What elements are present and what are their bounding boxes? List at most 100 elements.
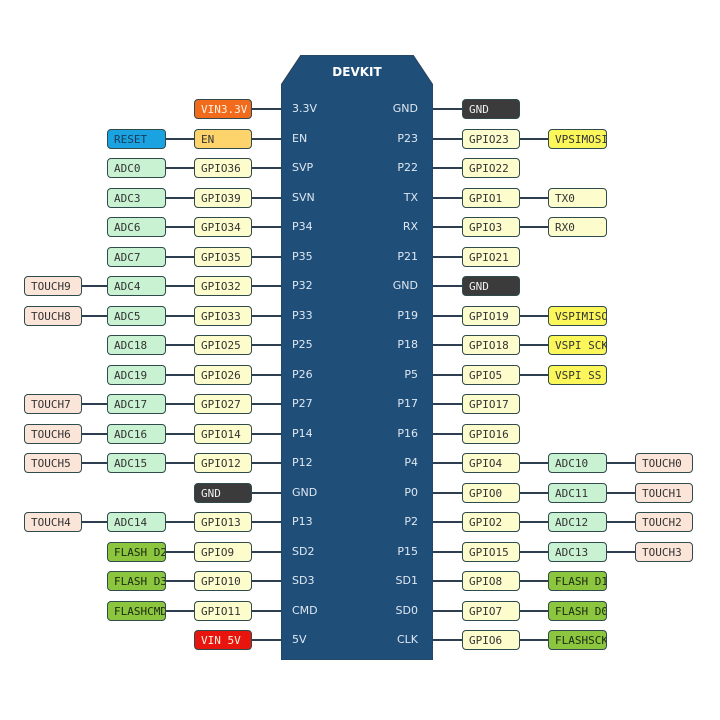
devkit-board: DEVKIT (281, 55, 433, 660)
connector-line (252, 432, 281, 435)
connector-line (82, 521, 107, 523)
connector-line (433, 462, 462, 464)
connector-line (520, 521, 548, 523)
connector-line (166, 373, 194, 376)
pin-label: P0 (404, 485, 418, 499)
pin-label: SD3 (292, 574, 315, 587)
connector-line (252, 226, 281, 228)
pin-box-gpio: GPIO23 (462, 128, 520, 149)
connector-line (166, 226, 194, 228)
pin-box-adc: ADC6 (107, 217, 166, 237)
connector-line (166, 196, 194, 199)
connector-line (520, 550, 548, 553)
connector-line (433, 196, 462, 199)
connector-line (166, 609, 194, 612)
pin-box-gpio: GPIO33 (194, 305, 252, 326)
connector-line (252, 196, 281, 199)
connector-line (520, 314, 548, 317)
connector-line (252, 344, 281, 346)
pin-label: CMD (292, 603, 318, 617)
pin-box-flash: FLASHCMD (107, 600, 166, 621)
pin-box-gpio: GPIO9 (194, 541, 252, 562)
connector-line (433, 521, 462, 523)
connector-line (82, 285, 107, 287)
pin-box-adc: ADC10 (548, 453, 607, 473)
pin-label: P14 (292, 426, 313, 440)
connector-line (252, 403, 281, 405)
pin-box-adc: ADC3 (107, 187, 166, 208)
pin-box-gpio: GPIO17 (462, 394, 520, 414)
connector-line (433, 550, 462, 553)
connector-line (433, 314, 462, 317)
pin-box-reset: RESET (107, 128, 166, 149)
connector-line (252, 255, 281, 258)
pin-box-adc: ADC7 (107, 246, 166, 267)
connector-line (607, 462, 635, 464)
connector-line (520, 344, 548, 346)
pin-box-gpio: GPIO14 (194, 423, 252, 444)
connector-line (82, 403, 107, 405)
pin-box-uart: RX0 (548, 217, 607, 237)
connector-line (252, 550, 281, 553)
connector-line (166, 137, 194, 140)
connector-line (433, 255, 462, 258)
pin-label: P32 (292, 279, 313, 292)
pin-box-touch: TOUCH7 (24, 394, 82, 414)
connector-line (252, 609, 281, 612)
pin-box-gpio: GPIO22 (462, 158, 520, 178)
pin-label: P15 (397, 544, 418, 558)
pin-label: TX (403, 190, 418, 204)
pin-label: P33 (292, 308, 313, 322)
connector-line (607, 521, 635, 523)
connector-line (166, 462, 194, 464)
pin-label: RX (402, 220, 418, 233)
pin-box-gpio: GPIO34 (194, 217, 252, 237)
pin-label: SD0 (395, 603, 418, 617)
connector-line (520, 373, 548, 376)
connector-line (82, 462, 107, 464)
pin-box-gpio: GPIO16 (462, 423, 520, 444)
pin-box-touch: TOUCH0 (635, 453, 693, 473)
pin-label: P18 (397, 338, 418, 351)
connector-line (82, 432, 107, 435)
pin-box-gpio: GPIO5 (462, 364, 520, 385)
pin-box-gpio: GPIO15 (462, 541, 520, 562)
pin-box-gpio: GPIO4 (462, 453, 520, 473)
pin-label: P17 (397, 397, 418, 410)
pin-label: P21 (397, 249, 418, 263)
pin-box-gpio: GPIO21 (462, 246, 520, 267)
pin-box-vin5: VIN 5V (194, 630, 252, 650)
connector-line (252, 462, 281, 464)
pin-box-adc: ADC18 (107, 335, 166, 355)
pin-label: P16 (397, 426, 418, 440)
connector-line (520, 462, 548, 464)
pin-box-adc: ADC19 (107, 364, 166, 385)
connector-line (252, 167, 281, 169)
pin-box-spi: VSPI SS (548, 364, 607, 385)
pin-box-spi: VSPI SCK (548, 335, 607, 355)
connector-line (252, 373, 281, 376)
connector-line (252, 491, 281, 494)
board-outline (281, 55, 433, 660)
connector-line (433, 373, 462, 376)
pin-label: P26 (292, 367, 313, 381)
pin-label: GND (392, 279, 418, 292)
pin-box-touch: TOUCH6 (24, 423, 82, 444)
connector-line (520, 609, 548, 612)
pin-box-touch: TOUCH3 (635, 541, 693, 562)
connector-line (433, 432, 462, 435)
connector-line (252, 521, 281, 523)
pin-box-adc: ADC4 (107, 276, 166, 296)
connector-line (607, 491, 635, 494)
pin-label: P25 (292, 338, 313, 351)
pin-box-adc: ADC12 (548, 512, 607, 532)
pin-box-gnd: GND (462, 99, 520, 119)
connector-line (166, 432, 194, 435)
pin-box-spi: VPSIMOSI (548, 128, 607, 149)
pin-box-flash: FLASH D1 (548, 571, 607, 591)
connector-line (433, 167, 462, 169)
pin-label: SD2 (292, 544, 315, 558)
pin-label: CLK (396, 633, 418, 646)
pin-box-touch: TOUCH2 (635, 512, 693, 532)
pin-box-gpio: GPIO35 (194, 246, 252, 267)
